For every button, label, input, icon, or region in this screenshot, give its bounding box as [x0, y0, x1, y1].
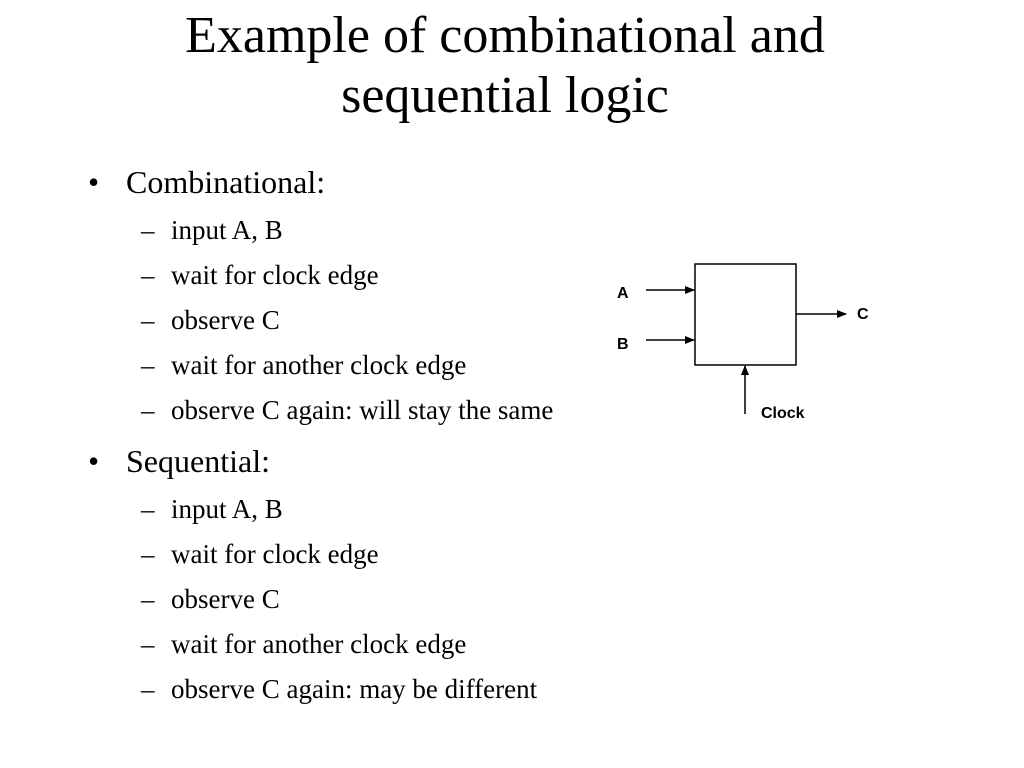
logic-block [694, 263, 797, 366]
list-item-text: observe C [171, 584, 280, 614]
list-item-text: wait for another clock edge [171, 629, 467, 659]
list-item: –observe C [126, 577, 553, 622]
list-item: –observe C again: will stay the same [126, 388, 553, 433]
dash-icon: – [141, 494, 155, 524]
list-item-text: wait for clock edge [171, 260, 379, 290]
list-item-text: wait for clock edge [171, 539, 379, 569]
logic-block-diagram: A B C Clock [600, 250, 900, 430]
dash-icon: – [141, 350, 155, 380]
list-item: –input A, B [126, 487, 553, 532]
input-b-label: B [617, 336, 629, 353]
list-item-text: observe C [171, 305, 280, 335]
title-line-2: sequential logic [341, 67, 669, 124]
list-item-text: observe C again: will stay the same [171, 395, 554, 425]
bullet-icon: • [88, 164, 100, 200]
list-item: –input A, B [126, 208, 553, 253]
sub-list-sequential: –input A, B –wait for clock edge –observ… [126, 487, 553, 712]
clock-label: Clock [761, 405, 805, 422]
list-item: –observe C [126, 298, 553, 343]
list-item: –wait for another clock edge [126, 343, 553, 388]
bullet-combinational: • Combinational: –input A, B –wait for c… [88, 160, 553, 433]
list-item: –wait for clock edge [126, 253, 553, 298]
bullet-heading: Combinational: [126, 164, 326, 200]
dash-icon: – [141, 260, 155, 290]
list-item-text: observe C again: may be different [171, 674, 538, 704]
slide-title: Example of combinational and sequential … [0, 6, 1010, 126]
dash-icon: – [141, 215, 155, 245]
dash-icon: – [141, 305, 155, 335]
list-item: –wait for another clock edge [126, 622, 553, 667]
dash-icon: – [141, 395, 155, 425]
dash-icon: – [141, 539, 155, 569]
list-item: –observe C again: may be different [126, 667, 553, 712]
dash-icon: – [141, 674, 155, 704]
dash-icon: – [141, 584, 155, 614]
list-item-text: wait for another clock edge [171, 350, 467, 380]
bullet-heading: Sequential: [126, 443, 270, 479]
list-item-text: input A, B [171, 215, 283, 245]
list-item-text: input A, B [171, 494, 283, 524]
list-item: –wait for clock edge [126, 532, 553, 577]
bullet-icon: • [88, 443, 100, 479]
logic-block-svg: A B C Clock [617, 263, 869, 422]
bullet-list: • Combinational: –input A, B –wait for c… [88, 160, 553, 718]
bullet-sequential: • Sequential: –input A, B –wait for cloc… [88, 439, 553, 712]
input-a-label: A [617, 285, 629, 302]
dash-icon: – [141, 629, 155, 659]
title-line-1: Example of combinational and [185, 7, 825, 64]
output-c-label: C [857, 306, 869, 323]
sub-list-combinational: –input A, B –wait for clock edge –observ… [126, 208, 553, 433]
